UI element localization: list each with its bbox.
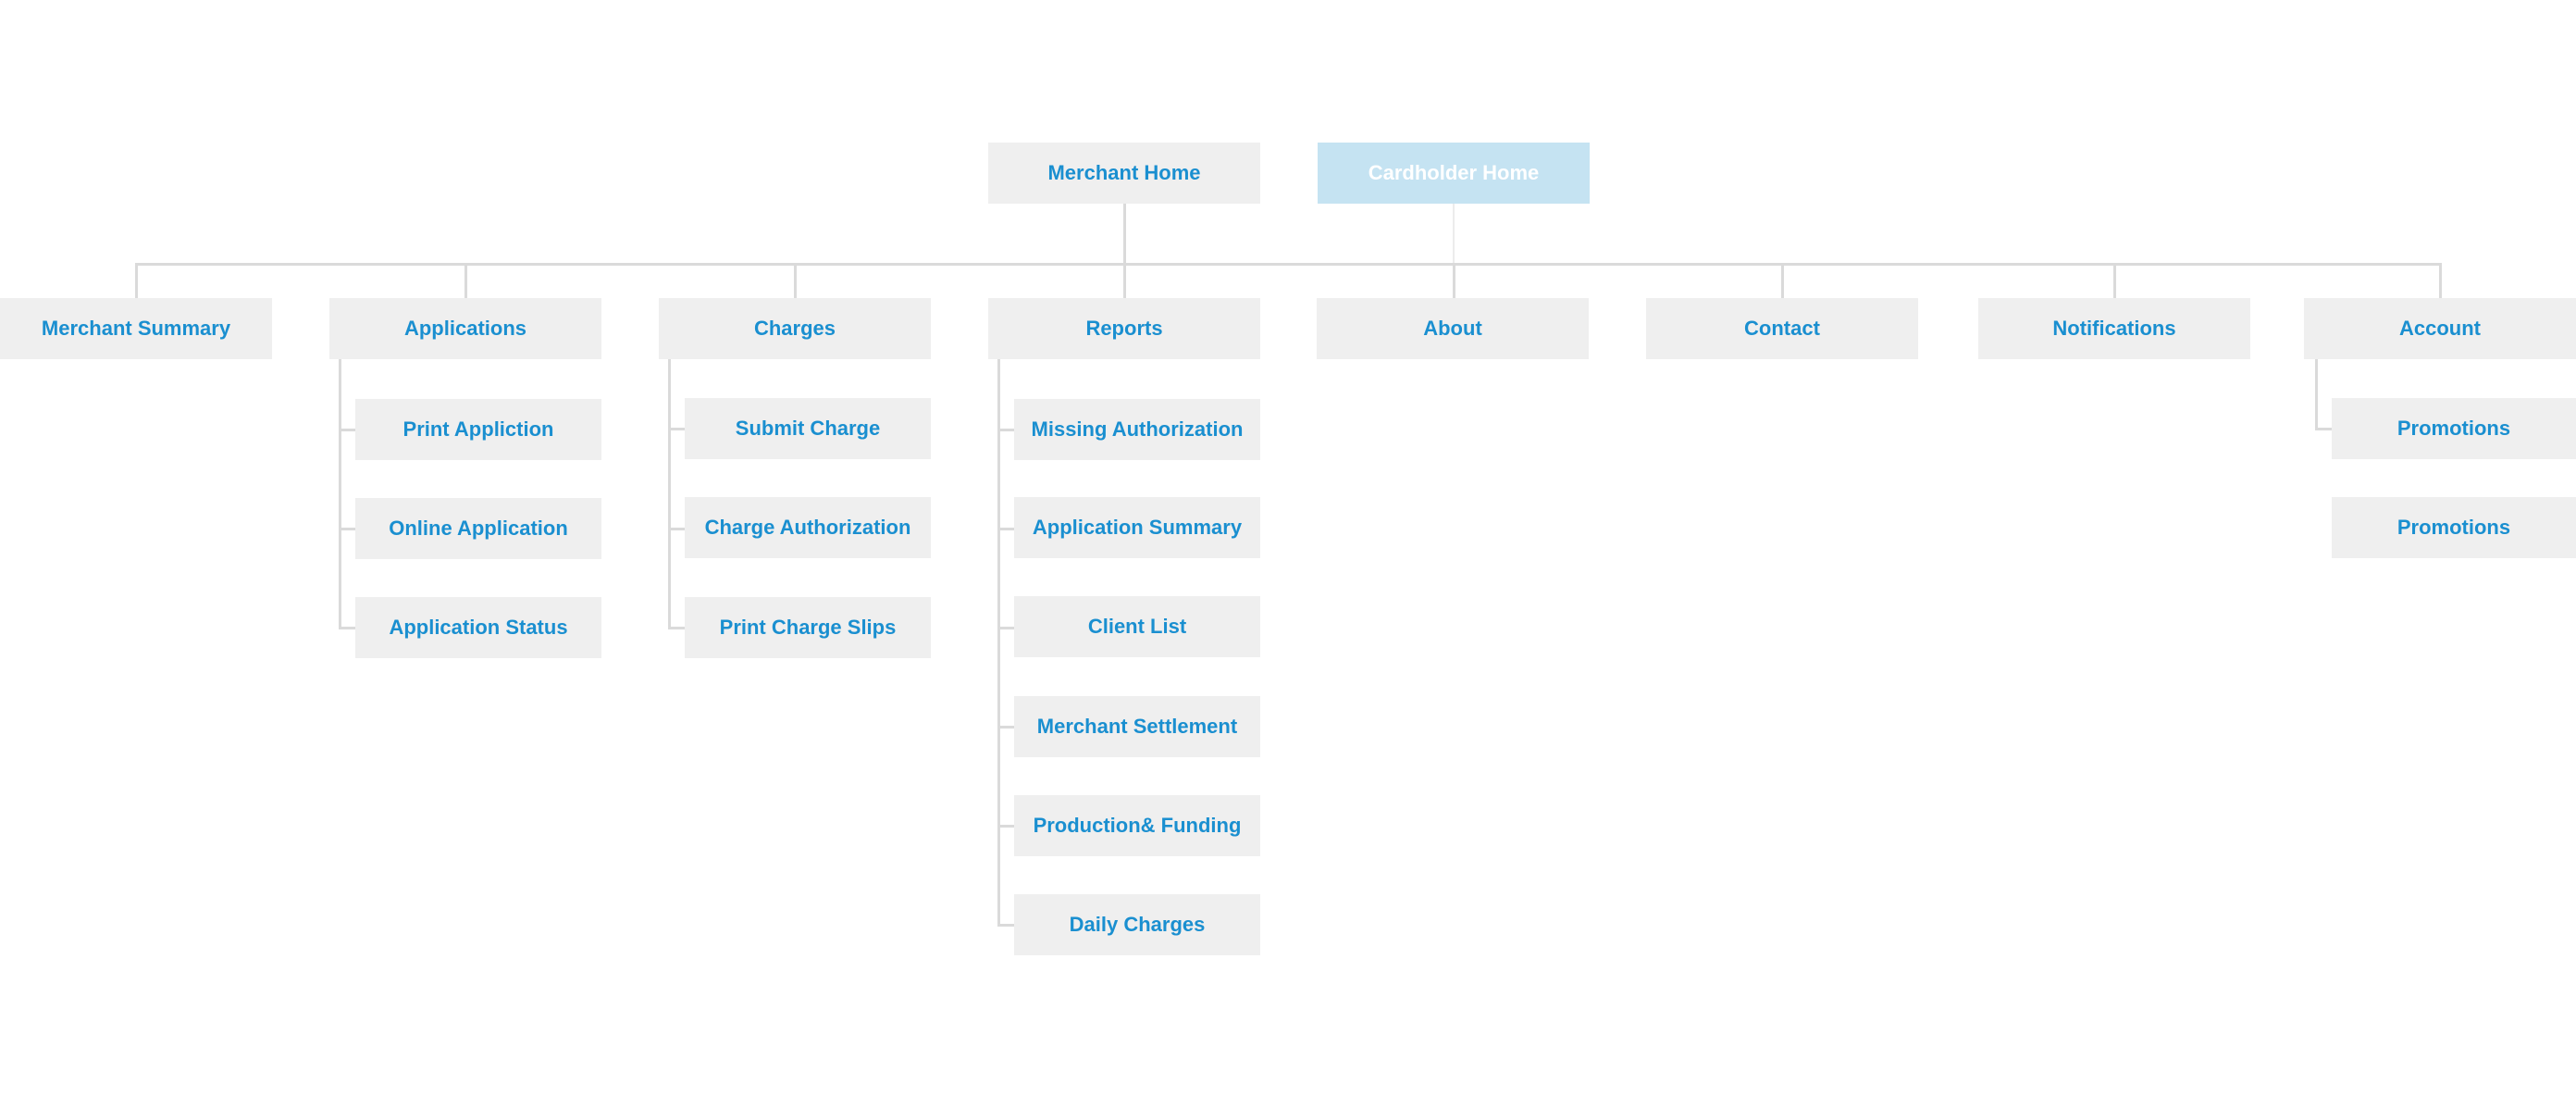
section-notifications[interactable]: Notifications xyxy=(1978,298,2250,359)
section-charges[interactable]: Charges xyxy=(659,298,931,359)
connector-horizontal-bus xyxy=(135,263,2442,266)
connector-drop-applications xyxy=(464,263,467,298)
connector-charges-tick-3 xyxy=(668,627,685,629)
applications-item-online-application[interactable]: Online Application xyxy=(355,498,601,559)
applications-item-application-status[interactable]: Application Status xyxy=(355,597,601,658)
charges-item-charge-authorization[interactable]: Charge Authorization xyxy=(685,497,931,558)
account-item-promotions-2[interactable]: Promotions xyxy=(2332,497,2576,558)
section-merchant-summary[interactable]: Merchant Summary xyxy=(0,298,272,359)
connector-applications-tick-1 xyxy=(339,429,355,431)
account-item-promotions-1[interactable]: Promotions xyxy=(2332,398,2576,459)
connector-drop-merchant-summary xyxy=(135,263,138,298)
connector-applications-tick-2 xyxy=(339,528,355,530)
section-applications[interactable]: Applications xyxy=(329,298,601,359)
connector-reports-tick-6 xyxy=(997,924,1014,927)
connector-reports-tick-3 xyxy=(997,627,1014,629)
connector-drop-account xyxy=(2439,263,2442,298)
connector-applications-trunk xyxy=(339,359,341,629)
reports-item-missing-authorization[interactable]: Missing Authorization xyxy=(1014,399,1260,460)
connector-drop-charges xyxy=(794,263,797,298)
section-about[interactable]: About xyxy=(1317,298,1589,359)
connector-charges-tick-1 xyxy=(668,428,685,430)
charges-item-print-charge-slips[interactable]: Print Charge Slips xyxy=(685,597,931,658)
connector-reports-tick-2 xyxy=(997,528,1014,530)
connector-drop-notifications xyxy=(2113,263,2116,298)
connector-charges-trunk xyxy=(668,359,671,629)
merchant-home-node[interactable]: Merchant Home xyxy=(988,143,1260,204)
connector-reports-trunk xyxy=(997,359,1000,926)
reports-item-merchant-settlement[interactable]: Merchant Settlement xyxy=(1014,696,1260,757)
connector-cardholder-down xyxy=(1453,204,1455,265)
reports-item-daily-charges[interactable]: Daily Charges xyxy=(1014,894,1260,955)
connector-root-down xyxy=(1123,204,1126,265)
section-reports[interactable]: Reports xyxy=(988,298,1260,359)
connector-reports-tick-1 xyxy=(997,429,1014,431)
connector-account-trunk xyxy=(2315,359,2318,430)
connector-reports-tick-5 xyxy=(997,825,1014,828)
connector-drop-contact xyxy=(1781,263,1784,298)
connector-charges-tick-2 xyxy=(668,528,685,530)
connector-applications-tick-3 xyxy=(339,627,355,629)
connector-drop-reports xyxy=(1123,263,1126,298)
section-account[interactable]: Account xyxy=(2304,298,2576,359)
reports-item-production-funding[interactable]: Production& Funding xyxy=(1014,795,1260,856)
connector-reports-tick-4 xyxy=(997,726,1014,729)
connector-drop-about xyxy=(1453,263,1455,298)
section-contact[interactable]: Contact xyxy=(1646,298,1918,359)
applications-item-print-appliction[interactable]: Print Appliction xyxy=(355,399,601,460)
charges-item-submit-charge[interactable]: Submit Charge xyxy=(685,398,931,459)
cardholder-home-node[interactable]: Cardholder Home xyxy=(1318,143,1590,204)
reports-item-client-list[interactable]: Client List xyxy=(1014,596,1260,657)
reports-item-application-summary[interactable]: Application Summary xyxy=(1014,497,1260,558)
connector-account-tick-1 xyxy=(2315,428,2332,430)
